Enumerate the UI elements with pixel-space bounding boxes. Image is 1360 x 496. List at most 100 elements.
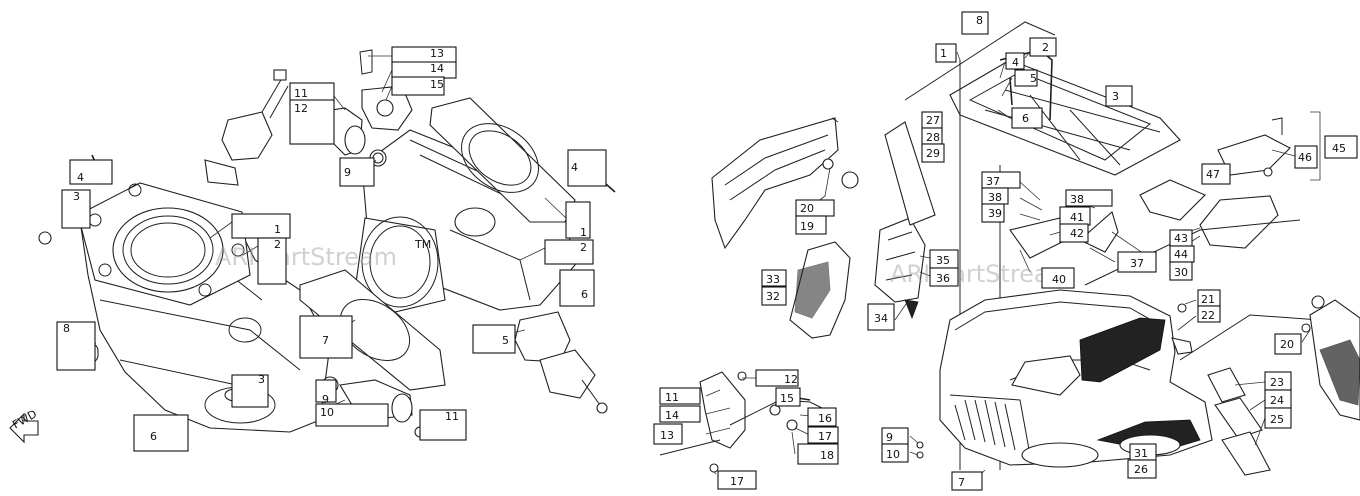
callout-right-28: 28 <box>921 127 943 145</box>
callout-box <box>69 159 113 185</box>
callout-left-8: 8 <box>56 321 96 371</box>
callout-right-35: 35 <box>929 249 959 269</box>
callout-box <box>559 269 595 307</box>
callout-number: 10 <box>886 448 900 461</box>
callout-number: 37 <box>986 175 1000 188</box>
callout-number: 11 <box>445 410 459 423</box>
callout-right-40: 40 <box>1041 267 1075 289</box>
callout-number: 4 <box>77 171 84 184</box>
callout-number: 6 <box>581 288 588 301</box>
watermark-left: ARI PartStream <box>215 243 397 271</box>
callout-number: 38 <box>988 191 1002 204</box>
callout-number: 36 <box>936 272 950 285</box>
callout-box <box>289 99 335 145</box>
callout-box <box>419 409 467 441</box>
callout-number: 35 <box>936 254 950 267</box>
callout-box <box>1014 69 1038 87</box>
callout-right-11: 11 <box>659 387 701 405</box>
callout-box <box>231 374 269 408</box>
callout-box <box>315 379 337 403</box>
callout-number: 22 <box>1201 309 1215 322</box>
callout-box <box>961 11 989 35</box>
callout-box <box>761 286 787 306</box>
callout-right-25: 25 <box>1264 407 1292 429</box>
callout-box <box>1065 189 1113 207</box>
callout-box <box>659 387 701 405</box>
callout-right-31: 31 <box>1129 443 1157 461</box>
callout-box <box>257 237 287 285</box>
callout-left-15: 15 <box>391 76 445 96</box>
callout-box <box>797 443 839 465</box>
callout-right-38: 38 <box>981 187 1009 205</box>
callout-number: 40 <box>1052 273 1066 286</box>
callout-right-21: 21 <box>1197 289 1221 307</box>
callout-number: 43 <box>1174 232 1188 245</box>
callout-number: 17 <box>818 430 832 443</box>
callout-number: 1 <box>274 223 281 236</box>
watermark-left-tm: TM <box>414 238 431 251</box>
callout-number: 31 <box>1134 447 1148 460</box>
callout-number: 34 <box>874 312 888 325</box>
callout-number: 11 <box>294 87 308 100</box>
callout-number: 14 <box>430 62 444 75</box>
callout-right-20: 20 <box>795 199 835 217</box>
callout-number: 4 <box>1012 56 1019 69</box>
callout-number: 30 <box>1174 266 1188 279</box>
callout-right-22: 22 <box>1197 305 1221 323</box>
cylinder-assembly-drawing <box>9 49 616 444</box>
callout-left-6: 6 <box>559 269 595 307</box>
callout-number: 12 <box>294 102 308 115</box>
callout-right-34: 34 <box>867 303 895 331</box>
callout-right-19: 19 <box>795 215 827 235</box>
callout-number: 4 <box>571 161 578 174</box>
front-arrow-icon <box>9 412 39 444</box>
callout-box <box>56 321 96 371</box>
callout-box <box>921 143 945 163</box>
callout-box <box>299 315 353 359</box>
callout-number: 2 <box>1042 41 1049 54</box>
callout-number: 18 <box>820 449 834 462</box>
callout-box <box>755 369 799 387</box>
callout-number: 2 <box>580 241 587 254</box>
callout-box <box>807 426 839 444</box>
callout-left-4: 4 <box>69 159 113 185</box>
callout-number: 14 <box>665 409 679 422</box>
callout-right-38: 38 <box>1065 189 1113 207</box>
callout-right-5: 5 <box>1014 69 1038 87</box>
callout-number: 15 <box>430 78 444 91</box>
callout-right-33: 33 <box>761 269 787 287</box>
callout-number: 16 <box>818 412 832 425</box>
callout-number: 28 <box>926 131 940 144</box>
callout-box <box>717 470 757 490</box>
callout-right-37: 37 <box>1117 251 1157 273</box>
callout-left-5: 5 <box>472 324 516 354</box>
callout-box <box>981 203 1005 223</box>
callout-box <box>1169 261 1193 281</box>
callout-box <box>659 405 701 423</box>
callout-right-45: 45 <box>1324 135 1358 159</box>
callout-right-37: 37 <box>981 171 1021 189</box>
callout-number: 13 <box>430 47 444 60</box>
callout-right-4: 4 <box>1005 52 1025 70</box>
callout-box <box>1274 333 1302 355</box>
callout-number: 19 <box>800 220 814 233</box>
callout-box <box>1264 407 1292 429</box>
callout-right-20: 20 <box>1274 333 1302 355</box>
callout-left-13: 13 <box>391 46 457 64</box>
callout-number: 5 <box>1030 72 1037 85</box>
callout-right-9: 9 <box>881 427 909 445</box>
callout-number: 20 <box>800 202 814 215</box>
callout-box <box>1127 459 1157 479</box>
callout-right-47: 47 <box>1201 163 1231 185</box>
callout-left-3: 3 <box>231 373 269 408</box>
callout-right-39: 39 <box>981 203 1005 223</box>
callout-left-7: 7 <box>299 315 353 359</box>
callout-number: 6 <box>150 430 157 443</box>
callout-number: 1 <box>940 47 947 60</box>
callout-box <box>935 43 957 63</box>
callout-box <box>867 303 895 331</box>
callout-number: 17 <box>730 475 744 488</box>
callout-number: 9 <box>344 166 351 179</box>
callout-right-32: 32 <box>761 286 787 306</box>
callout-box <box>1324 135 1358 159</box>
